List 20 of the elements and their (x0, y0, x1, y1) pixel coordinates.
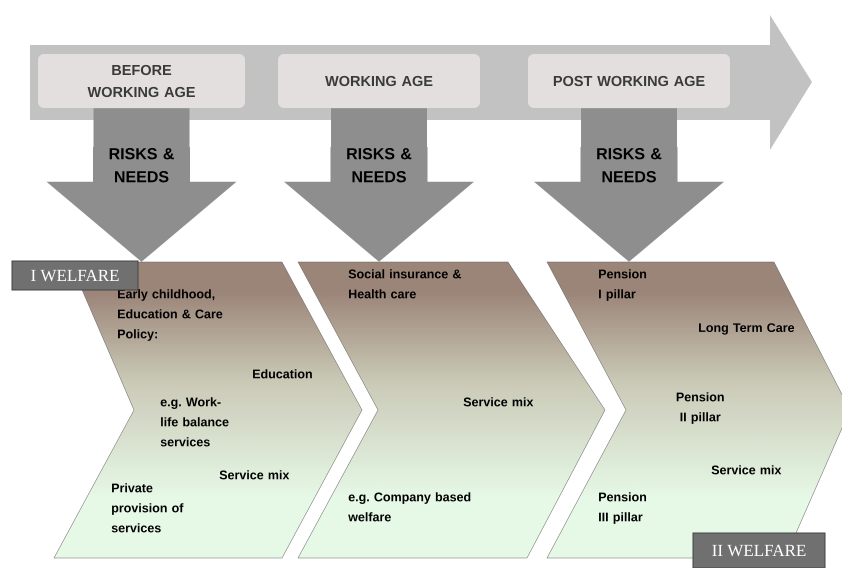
edge-label: RISKS & NEEDS (330, 147, 428, 184)
panel-text: Service mix (220, 470, 290, 480)
panel-text: Long Term Care (699, 323, 794, 335)
stage-box: BEFORE WORKING AGE (38, 54, 245, 108)
panel-text: Service mix (712, 465, 782, 474)
panel-text: e.g. Company based welfare (348, 492, 470, 522)
panel-text: Social insurance & Health care (348, 269, 462, 298)
panel-text: Service mix (464, 397, 534, 406)
panel-text: Pension III pillar (599, 492, 646, 524)
panel-text: Pension I pillar (599, 269, 646, 301)
panel-text: e.g. Work-life balance services (160, 397, 229, 446)
edge-label: RISKS & NEEDS (580, 147, 678, 184)
edge-label: RISKS & NEEDS (93, 147, 190, 184)
panel-text: Private provision of services (112, 483, 184, 532)
welfare-tag: I WELFARE (12, 260, 138, 290)
welfare-tag: II WELFARE (692, 532, 826, 568)
panel-text: Education (253, 369, 312, 378)
panel-text: Pension II pillar (676, 392, 724, 424)
stage-box: WORKING AGE (278, 54, 480, 108)
stage-box: POST WORKING AGE (528, 54, 730, 108)
